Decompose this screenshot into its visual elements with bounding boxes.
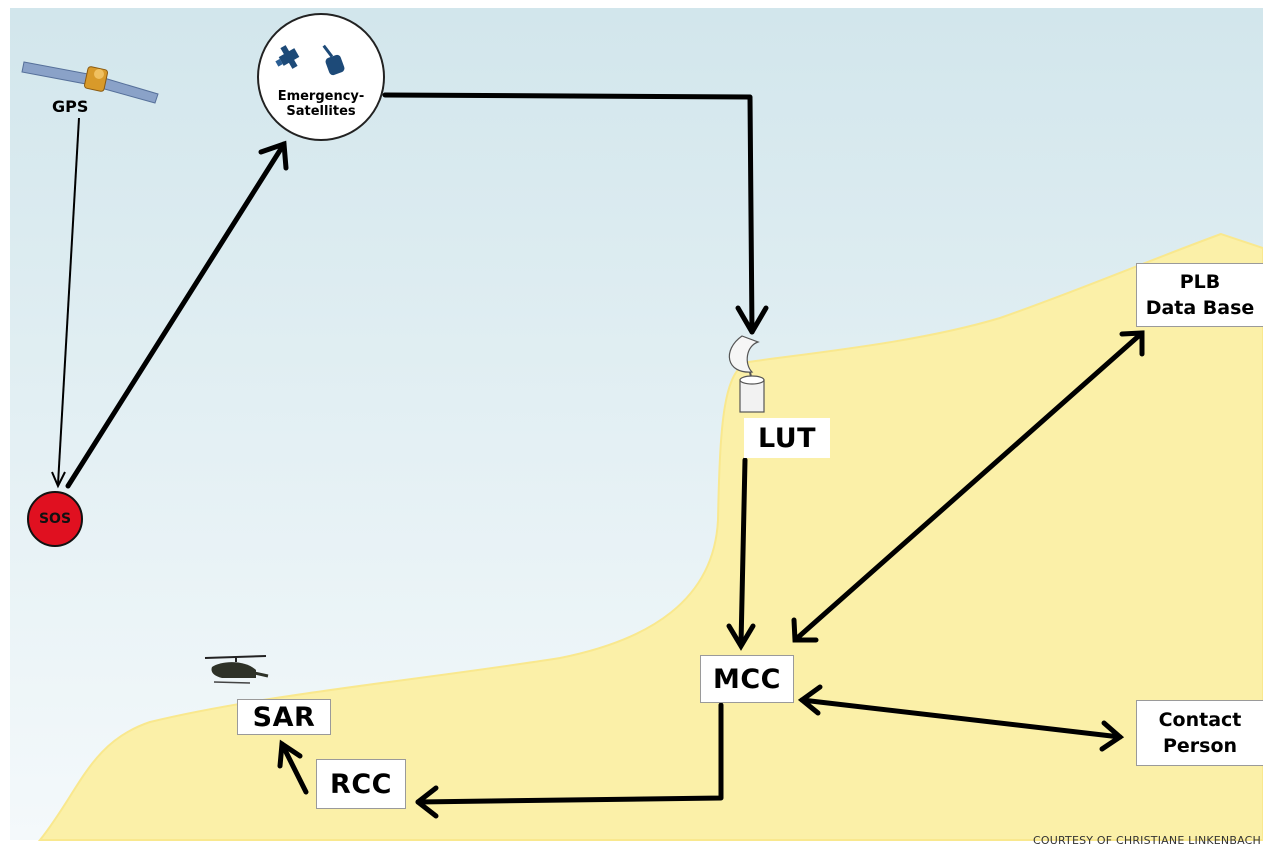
lut-label: LUT: [757, 422, 817, 454]
emergency-satellites-node: Emergency- Satellites: [257, 13, 385, 141]
satellites-label-line1: Emergency-: [277, 89, 365, 104]
sos-node: SOS: [27, 491, 83, 547]
rcc-label: RCC: [330, 768, 392, 800]
contact-person-node: Contact Person: [1136, 700, 1263, 766]
credit-text: COURTESY OF CHRISTIANE LINKENBACH: [1033, 834, 1261, 847]
satellites-icon: [275, 44, 345, 76]
mcc-node: MCC: [700, 655, 794, 703]
plb-label-line2: Data Base: [1145, 297, 1255, 319]
mcc-to-rcc-arrow: [415, 702, 724, 819]
satellites-to-lut-arrow: [382, 92, 769, 335]
sos-label: SOS: [38, 511, 72, 527]
land-area: [37, 232, 1263, 841]
sar-label: SAR: [252, 701, 316, 733]
gps-satellite-icon: [21, 61, 159, 104]
mcc-plb-arrow: [791, 330, 1145, 643]
gps-to-sos-arrow: [51, 117, 80, 489]
sos-to-satellites-arrow: [65, 140, 289, 489]
sar-node: SAR: [237, 699, 331, 735]
helicopter-icon: [204, 655, 269, 684]
contact-label-line1: Contact: [1158, 709, 1242, 731]
plb-database-node: PLB Data Base: [1136, 263, 1263, 327]
satellites-label-line2: Satellites: [286, 104, 356, 119]
rcc-node: RCC: [316, 759, 406, 809]
lut-to-mcc-arrow: [726, 457, 756, 651]
rcc-to-sar-arrow: [277, 739, 309, 795]
lut-dish-antenna-icon: [728, 335, 765, 413]
mcc-label: MCC: [713, 663, 781, 695]
lut-node: LUT: [744, 418, 830, 458]
mcc-contact-arrow: [797, 684, 1125, 752]
contact-label-line2: Person: [1162, 735, 1238, 757]
plb-label-line1: PLB: [1179, 271, 1221, 293]
gps-label: GPS: [52, 97, 89, 116]
